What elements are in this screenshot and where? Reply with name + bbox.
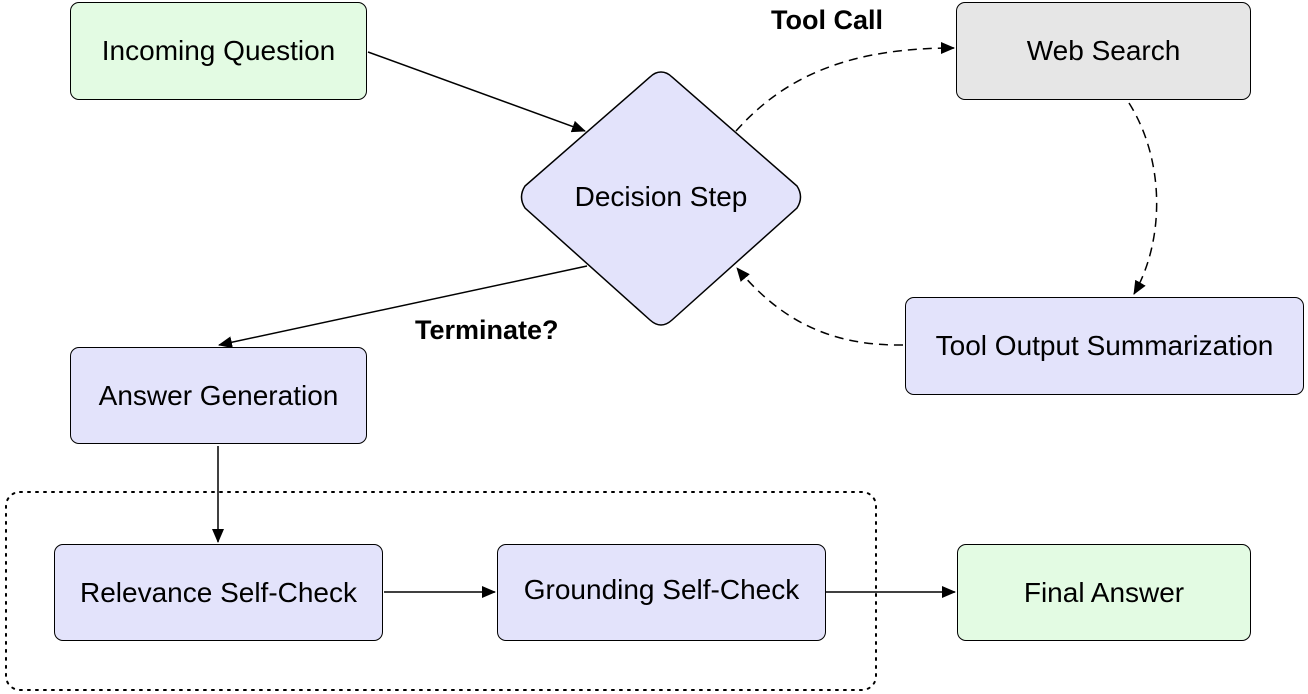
incoming-question-label: Incoming Question [101, 35, 336, 66]
final-answer-node: Final Answer [957, 544, 1251, 641]
edge-websearch-to-summarization [1128, 102, 1158, 295]
relevance-self-check-label: Relevance Self-Check [79, 576, 358, 608]
answer-generation-label: Answer Generation [98, 379, 339, 411]
edge-summarization-to-decision [736, 267, 904, 346]
decision-step-label: Decision Step [574, 181, 748, 212]
grounding-self-check-node: Grounding Self-Check [497, 544, 826, 641]
incoming-question-node: Incoming Question [70, 2, 367, 100]
relevance-self-check-node: Relevance Self-Check [54, 544, 383, 641]
edge-decision-to-websearch [735, 42, 955, 132]
terminate-edge-label: Terminate? [415, 315, 559, 345]
tool-call-edge-label: Tool Call [771, 5, 883, 35]
final-answer-label: Final Answer [1023, 576, 1185, 608]
web-search-label: Web Search [1026, 35, 1181, 66]
grounding-self-check-label: Grounding Self-Check [523, 573, 800, 605]
tool-output-summarization-node: Tool Output Summarization [905, 297, 1304, 395]
tool-output-summarization-label: Tool Output Summarization [935, 330, 1274, 361]
decision-step-diamond [520, 71, 802, 326]
edge-decision-to-answer-generation [218, 265, 588, 349]
edge-question-to-decision [367, 51, 586, 133]
answer-generation-node: Answer Generation [70, 347, 367, 444]
web-search-node: Web Search [956, 2, 1251, 100]
